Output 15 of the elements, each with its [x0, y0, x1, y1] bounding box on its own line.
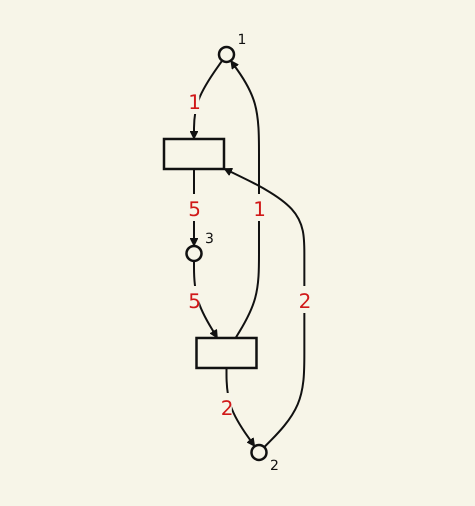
place-number: 3 [204, 230, 214, 248]
node-box [163, 137, 226, 170]
node-circle [186, 244, 204, 262]
edge-label: 1 [254, 196, 266, 220]
place-number: 1 [237, 30, 246, 48]
edge-label: 2 [221, 395, 234, 420]
edge-label: 2 [299, 288, 312, 312]
edge-label: 5 [188, 196, 202, 220]
arrow [230, 60, 260, 338]
edge-label: 1 [188, 90, 202, 114]
node-circle [218, 45, 236, 63]
edge-label: 5 [188, 288, 202, 312]
node-circle [250, 443, 268, 461]
place-number: 2 [270, 457, 279, 476]
node-box [196, 336, 258, 369]
